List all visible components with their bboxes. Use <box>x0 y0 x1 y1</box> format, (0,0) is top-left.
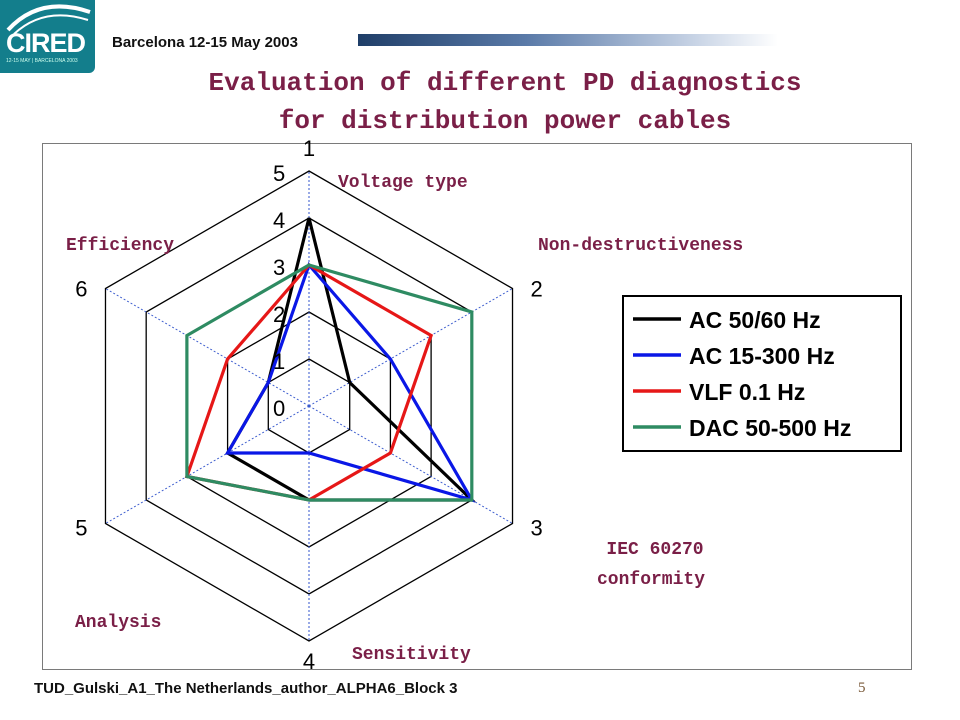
scale-tick-4: 4 <box>273 208 285 233</box>
axis-name-1: Voltage type <box>338 173 468 193</box>
scale-tick-3: 3 <box>273 255 285 280</box>
axis-number-3: 3 <box>531 516 543 541</box>
legend-label-3: VLF 0.1 Hz <box>689 379 805 405</box>
axis-name-5: Analysis <box>75 613 161 633</box>
axis-name-2: Non-destructiveness <box>538 236 743 256</box>
series-line-1 <box>225 217 476 502</box>
axis-name-3-line2: conformity <box>597 570 705 590</box>
legend-label-4: DAC 50-500 Hz <box>689 415 851 441</box>
axis-name-4: Sensitivity <box>352 645 471 665</box>
footer-text: TUD_Gulski_A1_The Netherlands_author_ALP… <box>34 680 458 697</box>
grid-ring-5 <box>104 170 514 642</box>
scale-tick-2: 2 <box>273 302 285 327</box>
axis-number-4: 4 <box>303 649 315 674</box>
scale-tick-1: 1 <box>273 349 285 374</box>
axis-number-2: 2 <box>531 277 543 302</box>
spoke-5 <box>105 405 310 524</box>
header-gradient-bar <box>358 34 778 46</box>
legend-label-1: AC 50/60 Hz <box>689 307 821 333</box>
series-line-2 <box>224 261 476 503</box>
legend-box <box>622 295 902 452</box>
series-line-4 <box>185 263 474 502</box>
axis-name-6: Efficiency <box>66 236 174 256</box>
logo-arc-icon <box>6 4 91 35</box>
cired-logo: CIRED 12-15 MAY | BARCELONA 2003 <box>0 0 95 73</box>
scale-tick-0: 0 <box>273 396 285 421</box>
conference-label: Barcelona 12-15 May 2003 <box>112 34 298 51</box>
logo-text: CIRED <box>6 28 86 58</box>
spoke-6 <box>105 288 310 407</box>
axis-number-6: 6 <box>75 277 87 302</box>
page-number: 5 <box>858 680 866 696</box>
spoke-3 <box>308 405 513 524</box>
slide-title: Evaluation of different PD diagnostics f… <box>60 64 950 140</box>
slide-title-line1: Evaluation of different PD diagnostics <box>208 68 802 98</box>
chart-frame <box>42 143 912 670</box>
legend-label-2: AC 15-300 Hz <box>689 343 835 369</box>
logo-subtext: 12-15 MAY | BARCELONA 2003 <box>6 58 78 64</box>
axis-number-5: 5 <box>75 516 87 541</box>
axis-name-3-line1: IEC 60270 <box>606 540 703 560</box>
spoke-2 <box>308 288 513 407</box>
slide-title-line2: for distribution power cables <box>278 106 732 136</box>
axis-number-1: 1 <box>303 136 315 161</box>
scale-tick-5: 5 <box>273 161 285 186</box>
